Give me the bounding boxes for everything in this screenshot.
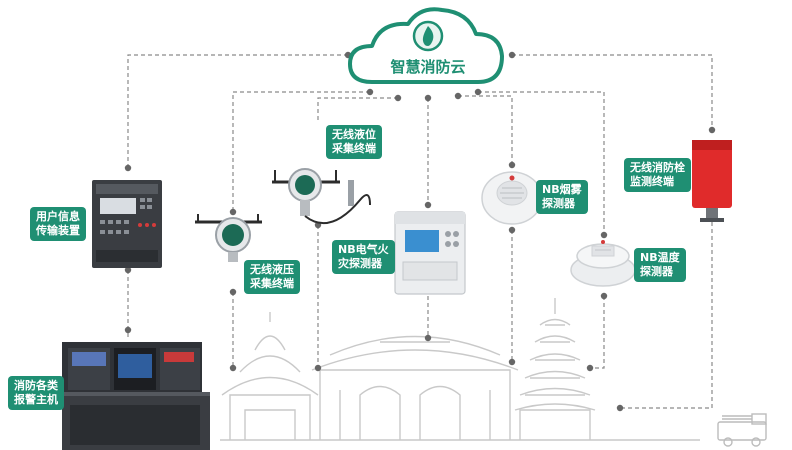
label-line: 无线液位 (332, 128, 376, 141)
level-terminal-icon (272, 168, 371, 225)
label-level-terminal: 无线液位 采集终端 (326, 125, 382, 159)
label-line: NB烟雾 (542, 183, 582, 196)
label-hydrant-terminal: 无线消防栓 监测终端 (624, 158, 691, 192)
fire-truck-icon (717, 413, 767, 447)
label-pressure-terminal: 无线液压 采集终端 (244, 260, 300, 294)
pressure-terminal-icon (195, 214, 262, 262)
label-line: 灾探测器 (338, 257, 382, 270)
label-line: 消防各类 (14, 379, 58, 392)
cloud-title: 智慧消防云 (390, 58, 465, 76)
label-line: 采集终端 (332, 142, 376, 155)
label-line: 无线消防栓 (630, 161, 685, 174)
label-line: NB电气火 (338, 243, 389, 256)
label-line: NB温度 (640, 251, 680, 264)
label-line: 传输装置 (36, 224, 80, 237)
label-smoke-detector: NB烟雾 探测器 (536, 180, 588, 214)
label-transmission-device: 用户信息 传输装置 (30, 207, 86, 241)
label-alarm-host: 消防各类 报警主机 (8, 376, 64, 410)
transmission-device-icon (92, 180, 162, 268)
smoke-detector-icon (481, 171, 543, 225)
label-line: 无线液压 (250, 263, 294, 276)
label-line: 监测终端 (630, 175, 674, 188)
label-line: 探测器 (542, 197, 575, 210)
temperature-detector-icon (570, 240, 636, 287)
electrical-fire-detector-icon (394, 211, 466, 295)
label-electrical-fire-detector: NB电气火 灾探测器 (332, 240, 395, 274)
label-temperature-detector: NB温度 探测器 (634, 248, 686, 282)
hydrant-terminal-icon (692, 140, 732, 222)
fire-shield-icon (412, 20, 444, 52)
label-line: 采集终端 (250, 277, 294, 290)
label-line: 报警主机 (14, 393, 58, 406)
label-line: 探测器 (640, 265, 673, 278)
alarm-host-console-icon (62, 342, 210, 450)
label-line: 用户信息 (36, 210, 80, 223)
